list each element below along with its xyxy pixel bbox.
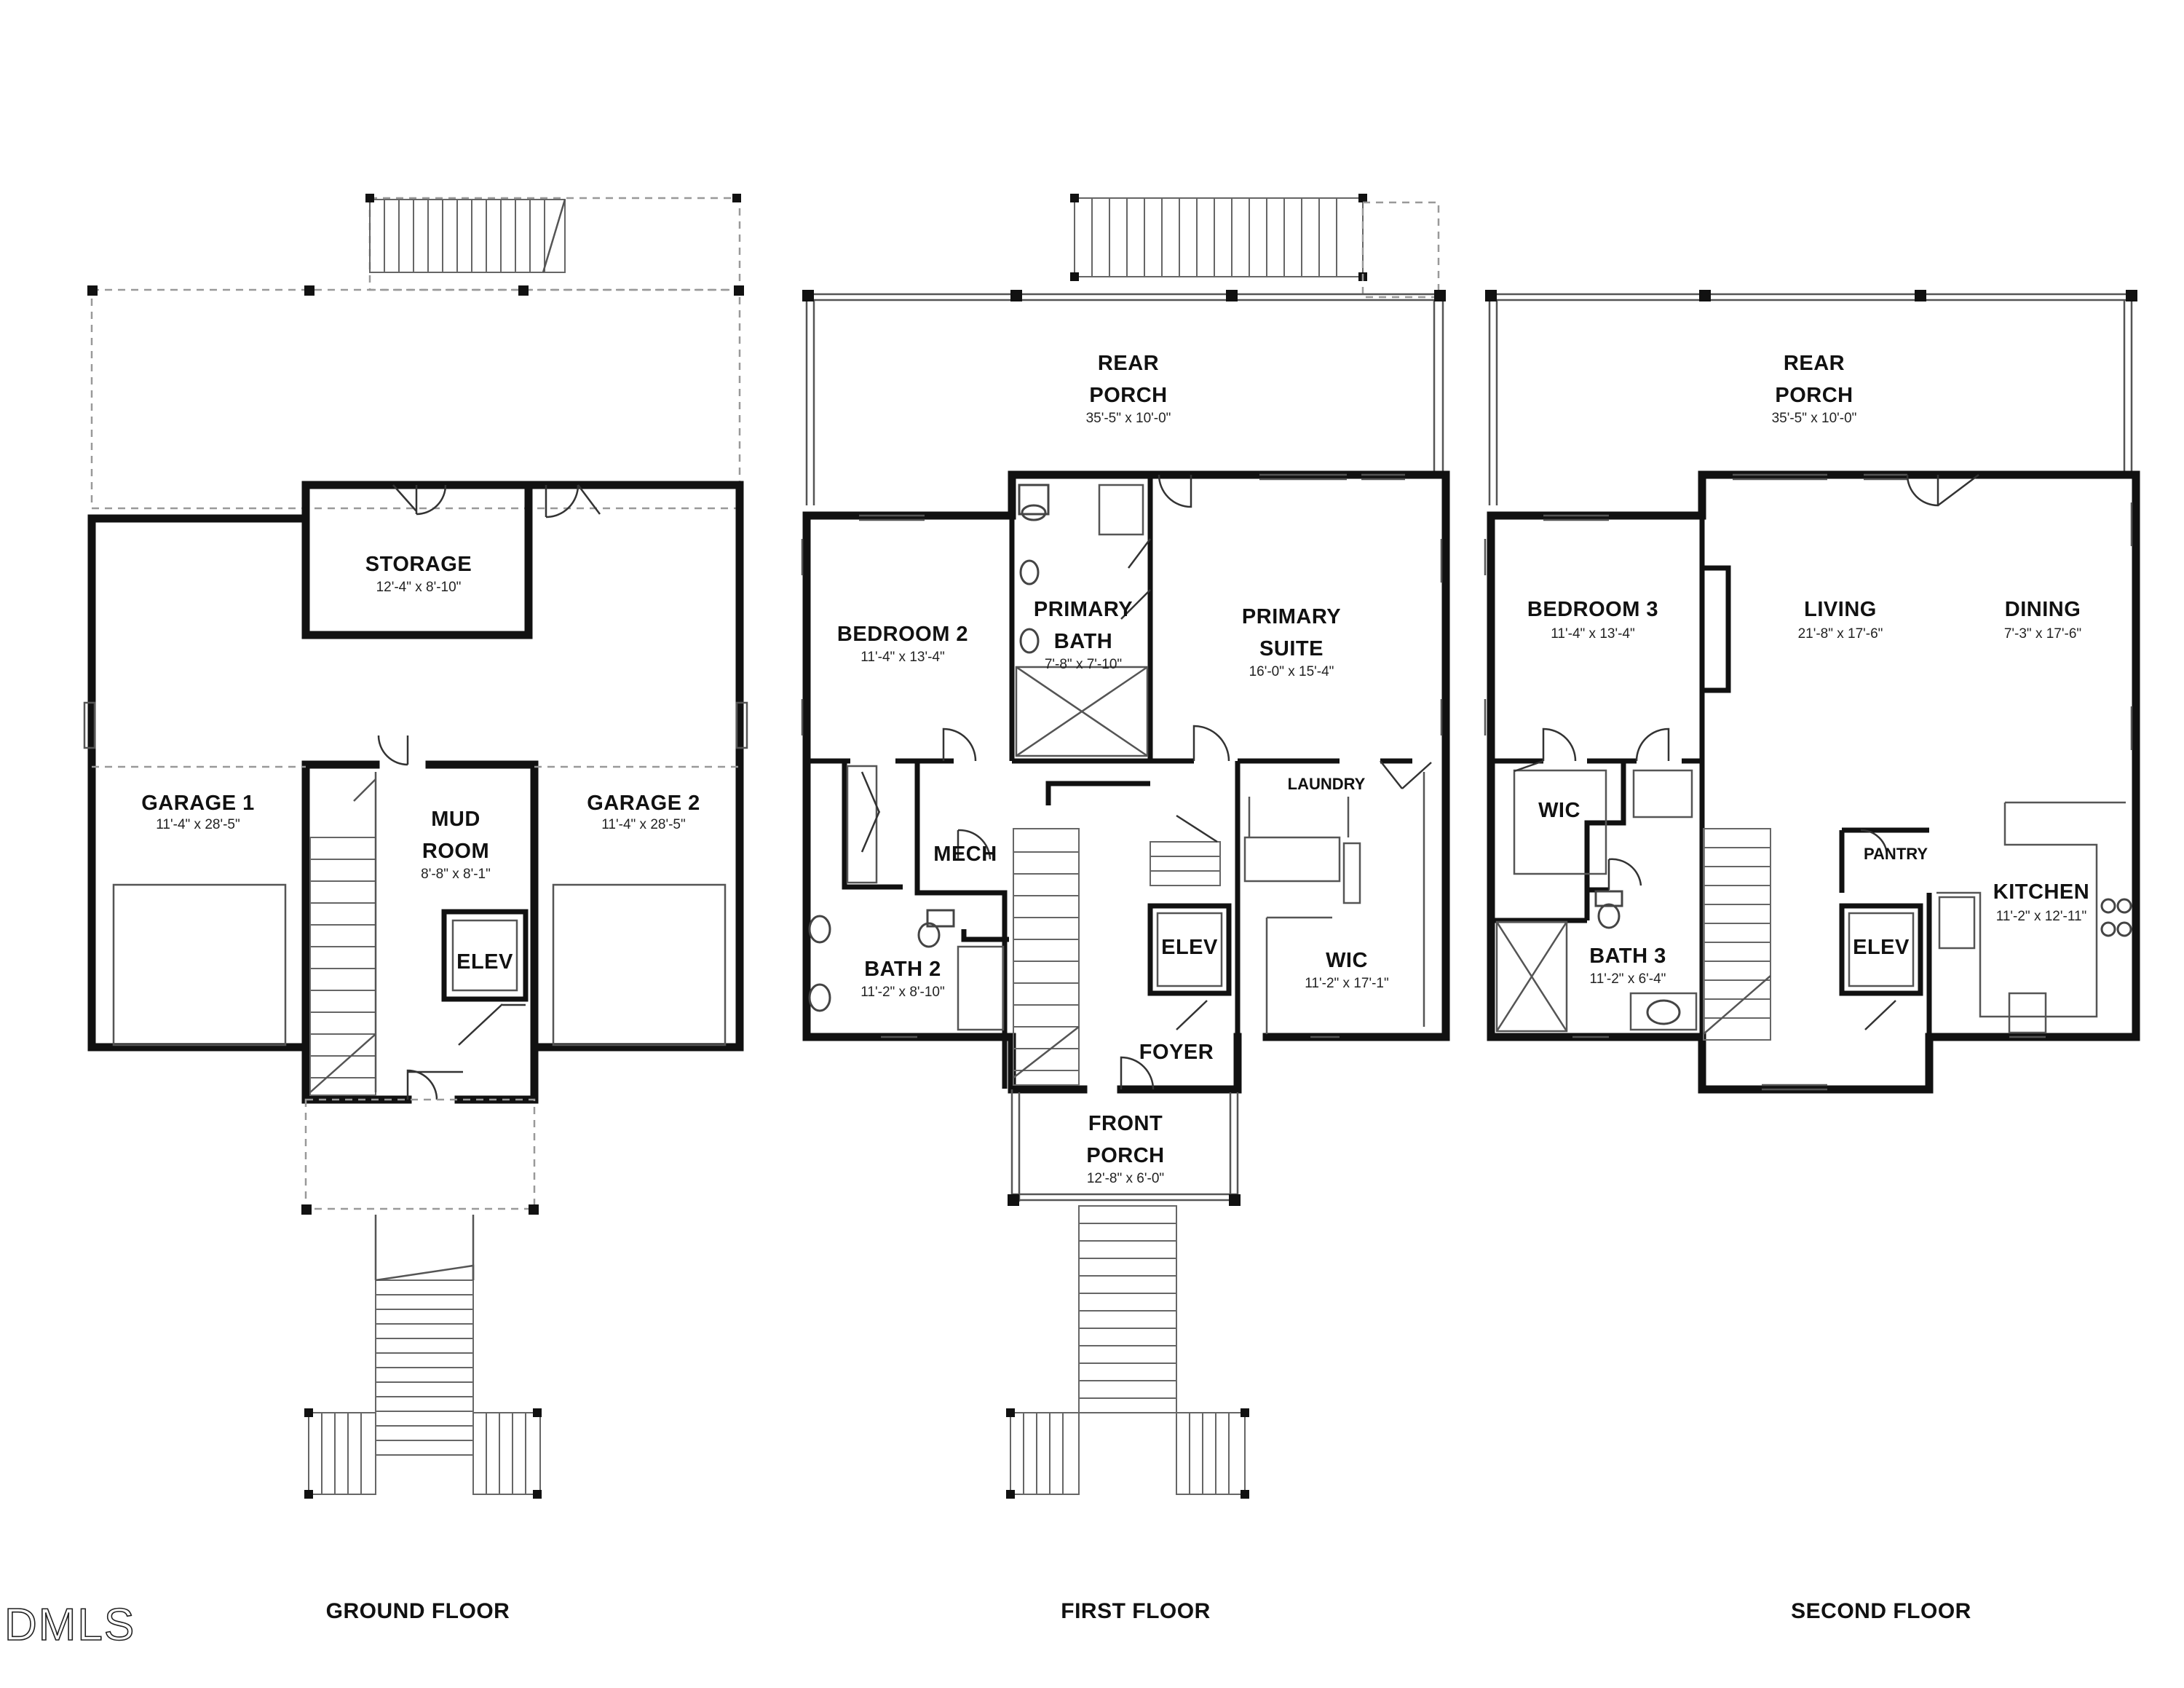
first-bath2-dim: 11'-2" x 8'-10" <box>860 985 944 1000</box>
ground-front-stairs <box>304 1215 542 1499</box>
second-living-label: LIVING <box>1804 598 1877 621</box>
first-frontporch-dim: 12'-8" x 6'-0" <box>1087 1171 1164 1186</box>
second-kitchen-dim: 11'-2" x 12'-11" <box>1996 909 2087 924</box>
ground-mudroom-dim: 8'-8" x 8'-1" <box>421 867 491 882</box>
first-primarybath-label-1: PRIMARY <box>1034 598 1133 621</box>
ground-garage1-dim: 11'-4" x 28'-5" <box>156 817 240 832</box>
ground-garage2-dim: 11'-4" x 28'-5" <box>601 817 685 832</box>
first-foyer-label: FOYER <box>1139 1041 1214 1064</box>
second-dining-dim: 7'-3" x 17'-6" <box>2004 626 2081 642</box>
first-elev-label: ELEV <box>1161 936 1218 959</box>
second-living-dim: 21'-8" x 17'-6" <box>1798 626 1883 642</box>
first-bedroom2-dim: 11'-4" x 13'-4" <box>860 650 944 665</box>
second-kitchen-label: KITCHEN <box>1993 880 2089 904</box>
ground-elev-label: ELEV <box>456 950 513 974</box>
first-rear-stairs <box>1070 194 1440 299</box>
ground-storage-dim: 12'-4" x 8'-10" <box>376 580 462 595</box>
first-floor-plan: REAR PORCH 35'-5" x 10'-0" BEDROOM 2 11'… <box>801 194 1450 1623</box>
second-bedroom3-label: BEDROOM 3 <box>1527 598 1658 621</box>
ground-floor-plan: STORAGE 12'-4" x 8'-10" GARAGE 1 11'-4" … <box>83 194 748 1623</box>
first-primarybath-label-2: BATH <box>1054 630 1112 653</box>
ground-storage-label: STORAGE <box>365 553 472 576</box>
second-floor-title: SECOND FLOOR <box>1791 1599 1971 1623</box>
first-wic-label: WIC <box>1326 949 1368 972</box>
second-rearporch-dim: 35'-5" x 10'-0" <box>1772 411 1857 426</box>
second-rearporch-label-2: PORCH <box>1775 384 1853 407</box>
first-rearporch-label-2: PORCH <box>1089 384 1167 407</box>
second-pantry-label: PANTRY <box>1864 845 1928 863</box>
first-bath2-label: BATH 2 <box>864 958 941 981</box>
first-frontporch-label-2: PORCH <box>1086 1144 1164 1167</box>
first-primarysuite-label-1: PRIMARY <box>1242 605 1341 628</box>
first-front-stairs <box>1006 1205 1249 1499</box>
first-interior-stairs <box>1013 828 1221 1086</box>
first-bedroom2-label: BEDROOM 2 <box>837 623 968 646</box>
second-bedroom3-dim: 11'-4" x 13'-4" <box>1551 626 1634 642</box>
ground-mudroom-label-1: MUD <box>431 808 480 831</box>
second-rearporch-label-1: REAR <box>1784 352 1845 375</box>
first-primarysuite-label-2: SUITE <box>1259 637 1324 660</box>
ground-floor-title: GROUND FLOOR <box>326 1599 510 1623</box>
ground-garage1-label: GARAGE 1 <box>141 792 254 815</box>
second-interior-stairs <box>1703 828 1771 1041</box>
first-rearporch-label-1: REAR <box>1098 352 1159 375</box>
second-bath3-dim: 11'-2" x 6'-4" <box>1590 971 1666 987</box>
first-floor-title: FIRST FLOOR <box>1061 1599 1210 1623</box>
ground-mudroom-label-2: ROOM <box>422 840 489 863</box>
dmls-logo: DMLS <box>4 1600 135 1650</box>
second-wic-label: WIC <box>1538 799 1580 822</box>
first-mech-label: MECH <box>933 843 997 866</box>
second-elev-label: ELEV <box>1853 936 1910 959</box>
first-frontporch-label-1: FRONT <box>1088 1112 1163 1135</box>
first-laundry-label: LAUNDRY <box>1288 775 1366 793</box>
first-primarybath-dim: 7'-8" x 7'-10" <box>1045 657 1122 672</box>
first-rearporch-dim: 35'-5" x 10'-0" <box>1086 411 1171 426</box>
second-dining-label: DINING <box>2005 598 2081 621</box>
first-wic-dim: 11'-2" x 17'-1" <box>1305 976 1388 991</box>
first-primarysuite-dim: 16'-0" x 15'-4" <box>1249 664 1334 679</box>
second-bath3-label: BATH 3 <box>1589 944 1666 968</box>
second-floor-plan: REAR PORCH 35'-5" x 10'-0" BEDROOM 3 11'… <box>1484 290 2140 1623</box>
ground-rear-stairs <box>369 199 566 273</box>
ground-garage2-label: GARAGE 2 <box>587 792 700 815</box>
ground-interior-stairs <box>309 772 377 1096</box>
